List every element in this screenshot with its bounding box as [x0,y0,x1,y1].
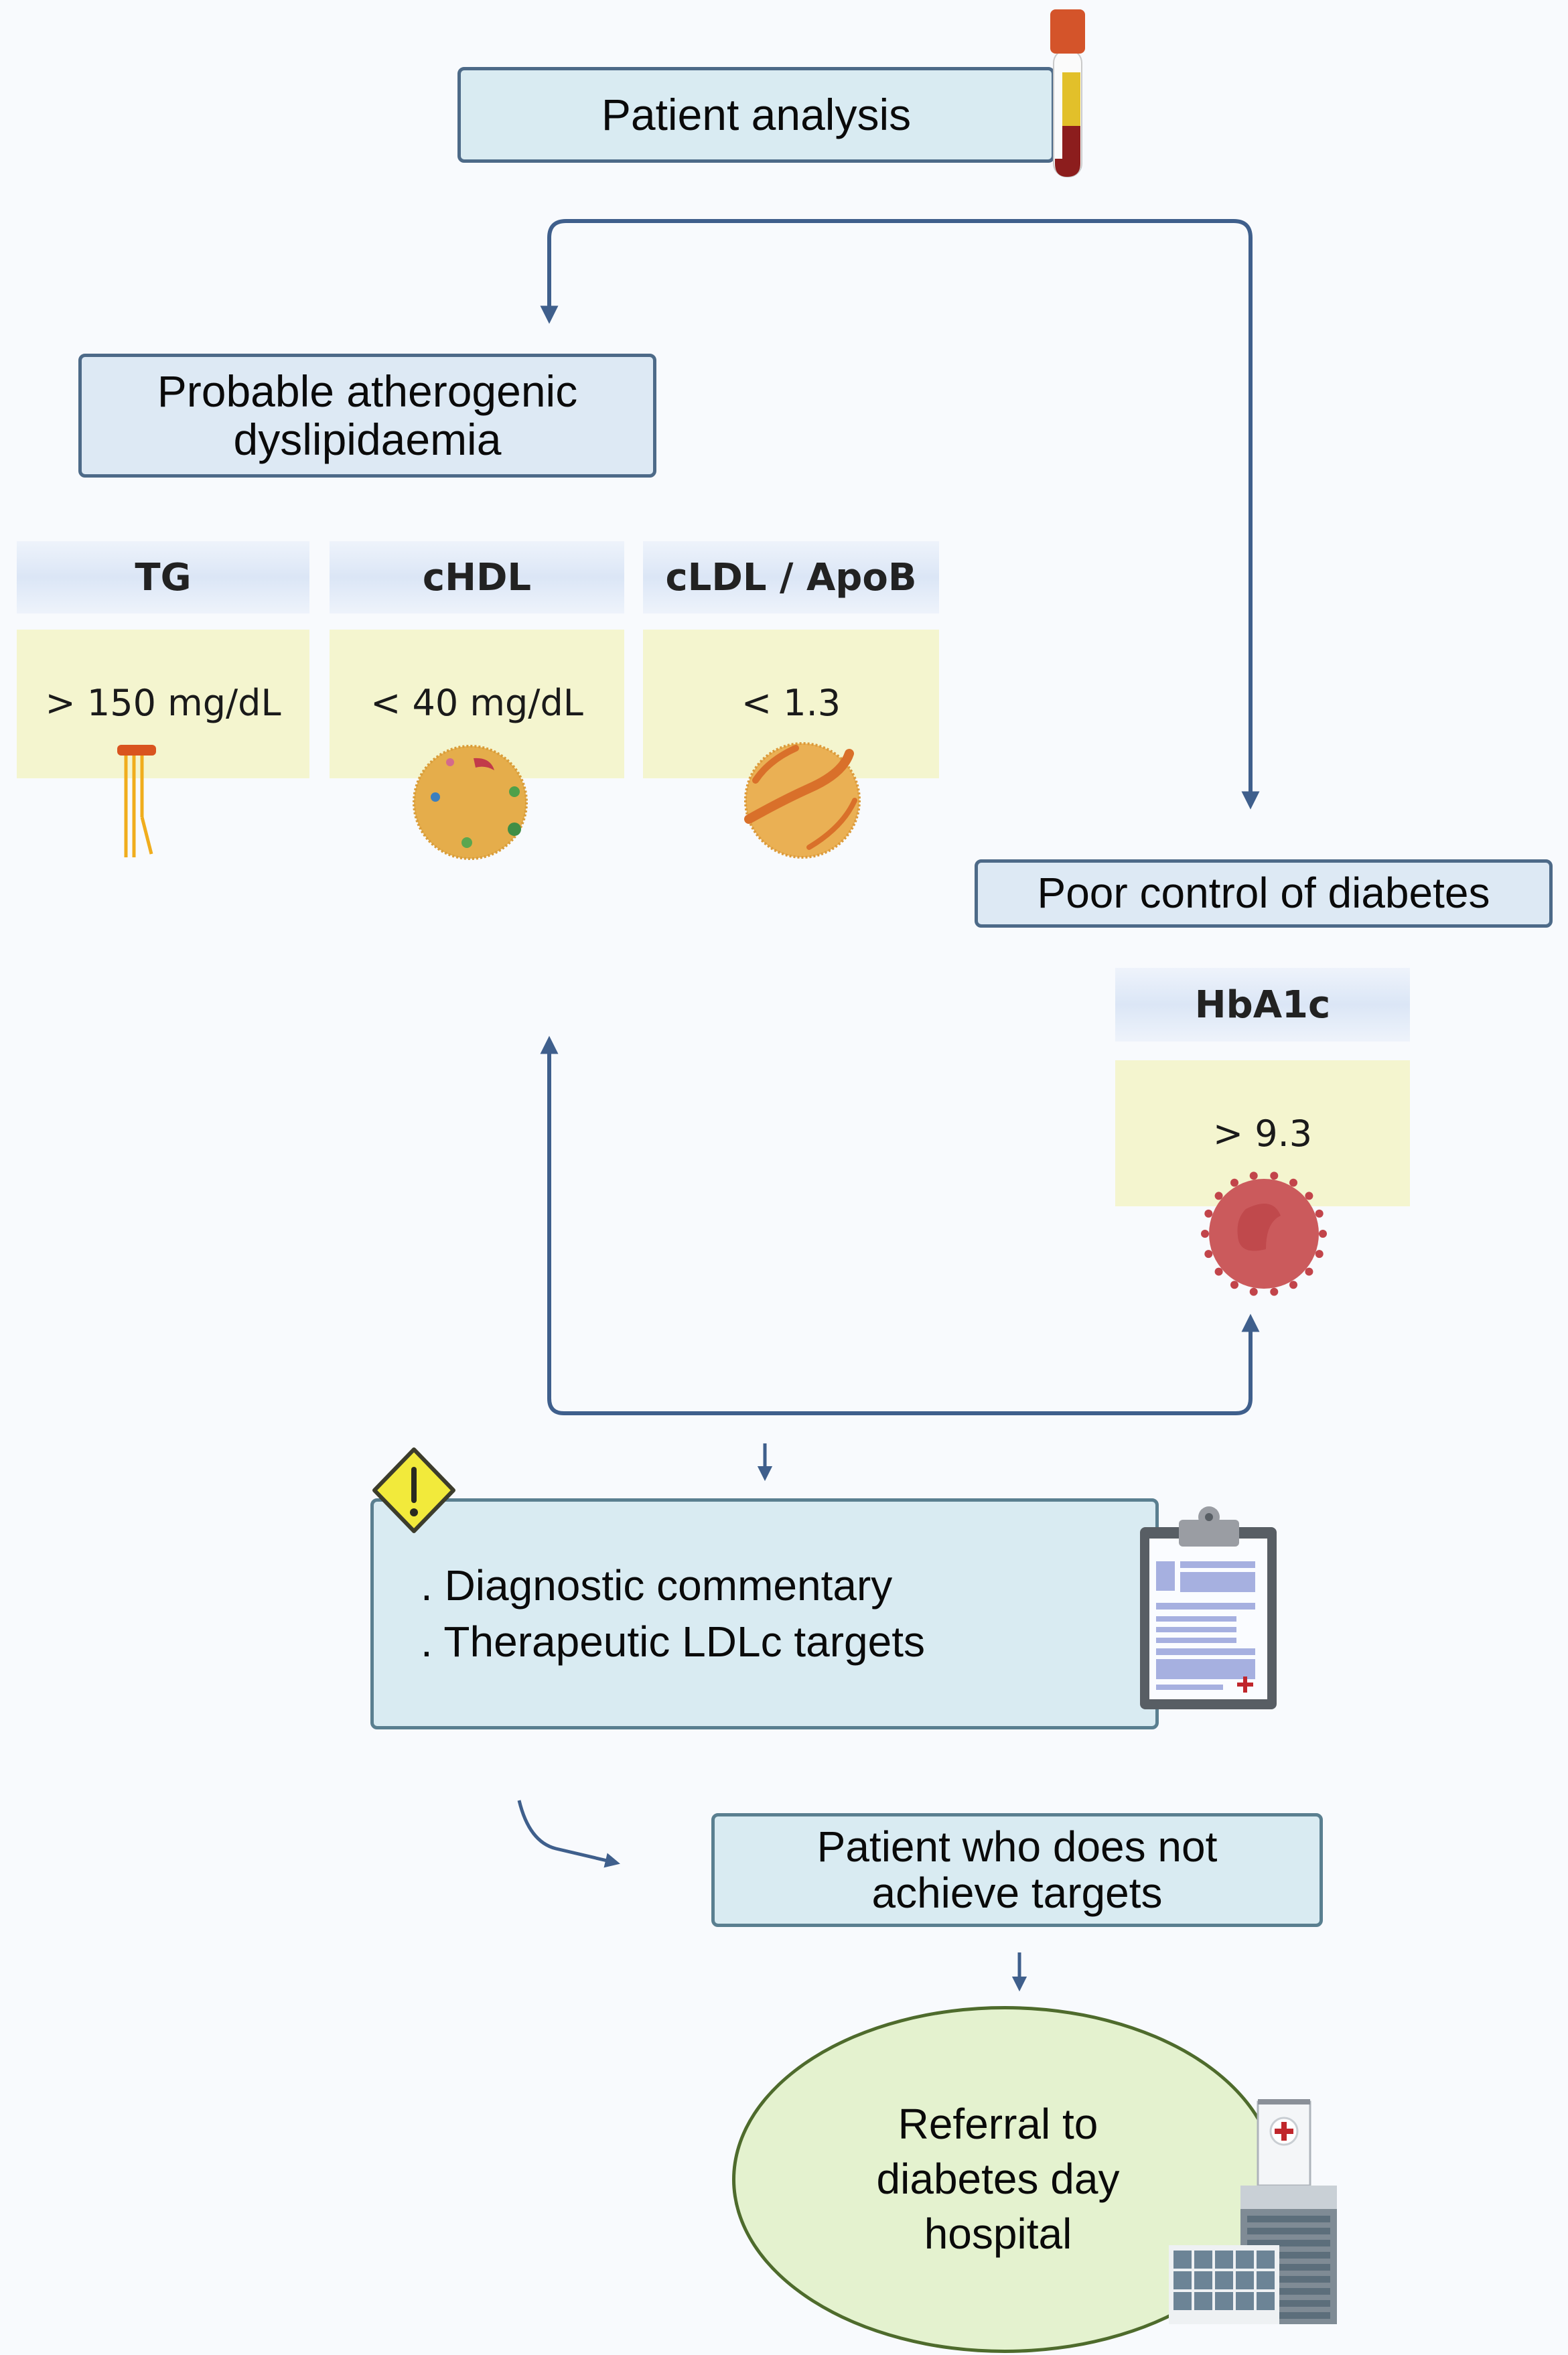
chdl-header: cHDL [330,541,624,614]
atherogenic-box: Probable atherogenic dyslipidaemia [78,354,656,478]
rbc-spike [1305,1267,1313,1276]
red-blood-cell-icon [1201,1171,1327,1296]
connector-to-atherogenic [540,219,1253,797]
not-achieve-label: Patient who does not achieve targets [816,1822,1218,1917]
hospital-window [1257,2292,1275,2310]
cldl-apob-header: cLDL / ApoB [643,541,939,614]
rbc-spike [1270,1287,1279,1296]
hospital-floor-band [1247,2288,1330,2295]
hospital-floor-band [1247,2300,1330,2307]
rbc-spike [1315,1209,1324,1218]
rbc-spike [1289,1178,1297,1187]
hospital-floor-band [1247,2228,1330,2234]
referral-ellipse: Referral to diabetes day hospital [732,2006,1277,2353]
hospital-window [1236,2292,1254,2310]
rbc-spike [1201,1230,1209,1238]
tg-header: TG [17,541,309,614]
clipboard-icon [1140,1506,1277,1709]
hospital-window [1236,2251,1254,2269]
rbc-spike [1305,1192,1313,1200]
diabetes-box: Poor control of diabetes [975,859,1553,928]
hospital-floor-band [1247,2264,1330,2271]
atherogenic-label: Probable atherogenic dyslipidaemia [157,366,578,464]
rbc-spike [1315,1250,1324,1259]
hospital-window [1236,2271,1254,2289]
hospital-floor-band [1247,2216,1330,2222]
hba1c-header: HbA1c [1115,968,1410,1042]
rbc-spike [1204,1209,1213,1218]
hospital-floor-band [1247,2276,1330,2283]
hospital-floor-band [1247,2312,1330,2319]
hospital-floor-band [1247,2252,1330,2259]
rbc-spike [1214,1267,1223,1276]
hba1c-name: HbA1c [1194,983,1331,1027]
not-achieve-box: Patient who does not achieve targets [711,1813,1323,1927]
rbc-spike [1289,1281,1297,1289]
cldl-apob-value: < 1.3 [741,682,841,724]
rbc-spike [1270,1171,1279,1180]
rbc-spike [1249,1171,1258,1180]
chdl-value-cell: < 40 mg/dL [330,630,624,778]
rbc-spike [1204,1250,1213,1259]
cldl-apob-name: cLDL / ApoB [665,555,917,599]
hospital-window [1194,2292,1212,2310]
blood-tube-icon [1050,9,1085,177]
patient-analysis-box: Patient analysis [457,67,1055,163]
curved-arrow-to-not-achieve [517,1800,620,1868]
rbc-spike [1230,1178,1238,1187]
triglyceride-icon [117,745,156,857]
hospital-floor-band [1247,2240,1330,2246]
hospital-window [1194,2251,1212,2269]
rbc-spike [1214,1192,1223,1200]
hospital-window [1257,2271,1275,2289]
hospital-icon [1169,2099,1337,2324]
hba1c-value: > 9.3 [1212,1113,1313,1155]
rbc-spike [1230,1281,1238,1289]
hospital-window [1173,2271,1192,2289]
hospital-window [1257,2251,1275,2269]
hospital-window [1215,2271,1233,2289]
tg-name: TG [135,555,192,599]
tg-value: > 150 mg/dL [45,682,281,724]
hospital-window [1173,2292,1192,2310]
hospital-window [1215,2251,1233,2269]
patient-analysis-label: Patient analysis [601,89,912,139]
hospital-window [1194,2271,1212,2289]
rbc-spike [1249,1287,1258,1296]
hdl-particle-icon [413,745,528,860]
referral-label: Referral to diabetes day hospital [876,2100,1120,2258]
chdl-value: < 40 mg/dL [370,682,583,724]
tg-value-cell: > 150 mg/dL [17,630,309,778]
connector-feedback-loop [547,1045,1260,1415]
diabetes-label: Poor control of diabetes [1037,869,1490,918]
chdl-name: cHDL [422,555,532,599]
ldl-particle-icon [744,742,861,859]
warning-icon [372,1447,455,1533]
rbc-spike [1319,1230,1327,1238]
hospital-window [1173,2251,1192,2269]
hospital-window [1215,2292,1233,2310]
